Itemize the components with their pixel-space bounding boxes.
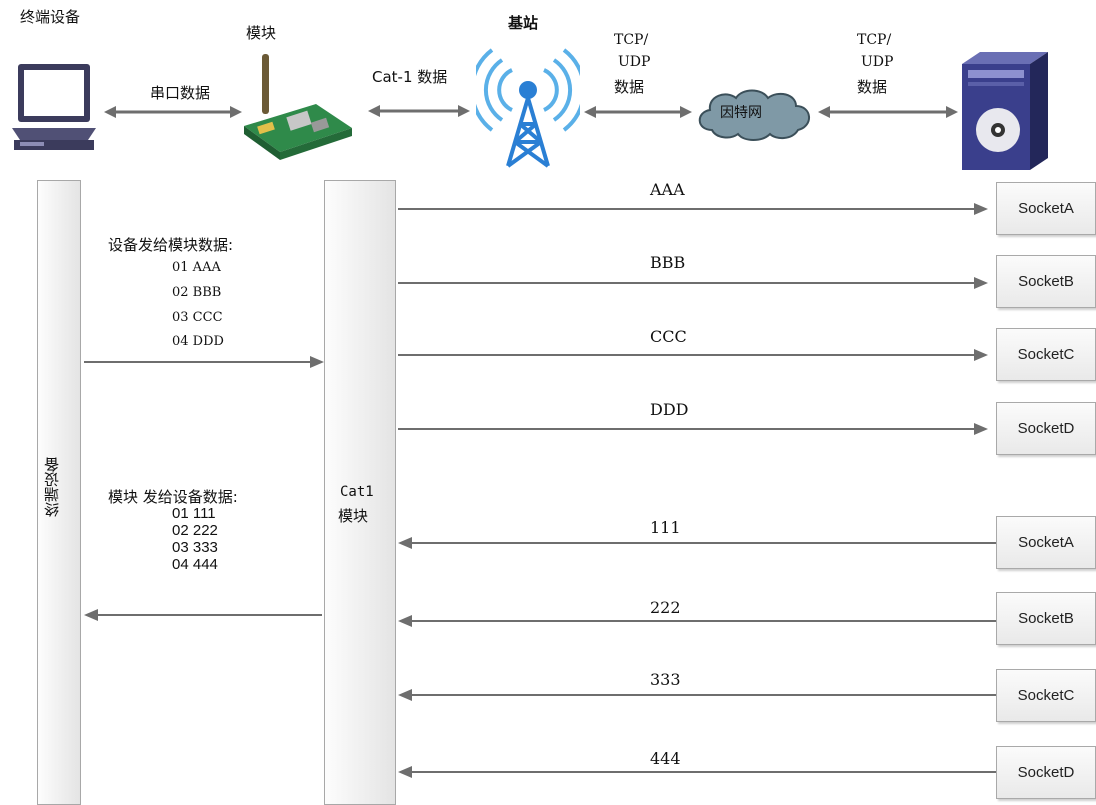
send-line-1: 01 AAA [172, 260, 221, 275]
socket-d-in: SocketD [996, 746, 1096, 799]
recv-line-2: 02 222 [172, 522, 218, 539]
out-arrow-a [398, 203, 988, 215]
socket-a-out: SocketA [996, 182, 1096, 235]
in-arrow-3 [398, 689, 996, 701]
module-lane-label-line2: 模块 [338, 507, 369, 525]
internet-label: 因特网 [720, 105, 762, 121]
serial-arrow [104, 106, 242, 118]
tcp-udp-right-line1: TCP/ [857, 32, 892, 48]
send-line-4: 04 DDD [172, 334, 224, 349]
cat1-data-label: Cat-1 数据 [372, 68, 448, 86]
tcp-right-arrow [818, 106, 958, 118]
internet-cloud-icon [698, 89, 810, 141]
in-arrow-2 [398, 615, 996, 627]
device-to-module-arrow [84, 356, 324, 368]
send-line-2: 02 BBB [172, 285, 222, 300]
module-label: 模块 [246, 24, 277, 42]
out-arrow-c [398, 349, 988, 361]
socket-d-out: SocketD [996, 402, 1096, 455]
in-msg-1: 111 [650, 518, 681, 537]
send-line-3: 03 CCC [172, 310, 223, 325]
in-msg-2: 222 [650, 598, 681, 617]
tcp-udp-left-line2: UDP [618, 54, 651, 70]
in-msg-4: 444 [650, 749, 681, 768]
module-to-device-arrow [84, 609, 322, 621]
cell-tower-icon [476, 48, 580, 168]
cat1-arrow [368, 105, 470, 117]
tcp-udp-left-line1: TCP/ [614, 32, 649, 48]
module-lane [324, 180, 396, 805]
device-lane-label: 终端设备 [43, 457, 61, 517]
send-block-title: 设备发给模块数据: [108, 236, 234, 254]
recv-line-1: 01 111 [172, 505, 216, 522]
serial-data-label: 串口数据 [150, 84, 211, 102]
tcp-left-arrow [584, 106, 692, 118]
socket-a-in: SocketA [996, 516, 1096, 569]
socket-c-in: SocketC [996, 669, 1096, 722]
out-msg-d: DDD [650, 400, 689, 419]
base-station-label: 基站 [508, 14, 539, 32]
recv-block-title: 模块 发给设备数据: [108, 488, 238, 506]
module-lane-label-line1: Cat1 [340, 484, 374, 500]
terminal-device-label: 终端设备 [20, 8, 81, 26]
module-icon [244, 54, 352, 160]
socket-c-out: SocketC [996, 328, 1096, 381]
socket-b-in: SocketB [996, 592, 1096, 645]
in-msg-3: 333 [650, 670, 681, 689]
out-arrow-b [398, 277, 988, 289]
server-icon [962, 52, 1048, 170]
out-msg-a: AAA [650, 180, 685, 199]
computer-icon [12, 64, 96, 150]
tcp-udp-left-line3: 数据 [614, 78, 645, 96]
socket-b-out: SocketB [996, 255, 1096, 308]
tcp-udp-right-line3: 数据 [857, 78, 888, 96]
device-lane [37, 180, 81, 805]
tcp-udp-right-line2: UDP [861, 54, 894, 70]
out-msg-c: CCC [650, 327, 687, 346]
in-arrow-1 [398, 537, 996, 549]
recv-line-3: 03 333 [172, 539, 218, 556]
in-arrow-4 [398, 766, 996, 778]
out-arrow-d [398, 423, 988, 435]
recv-line-4: 04 444 [172, 556, 218, 573]
out-msg-b: BBB [650, 253, 686, 272]
